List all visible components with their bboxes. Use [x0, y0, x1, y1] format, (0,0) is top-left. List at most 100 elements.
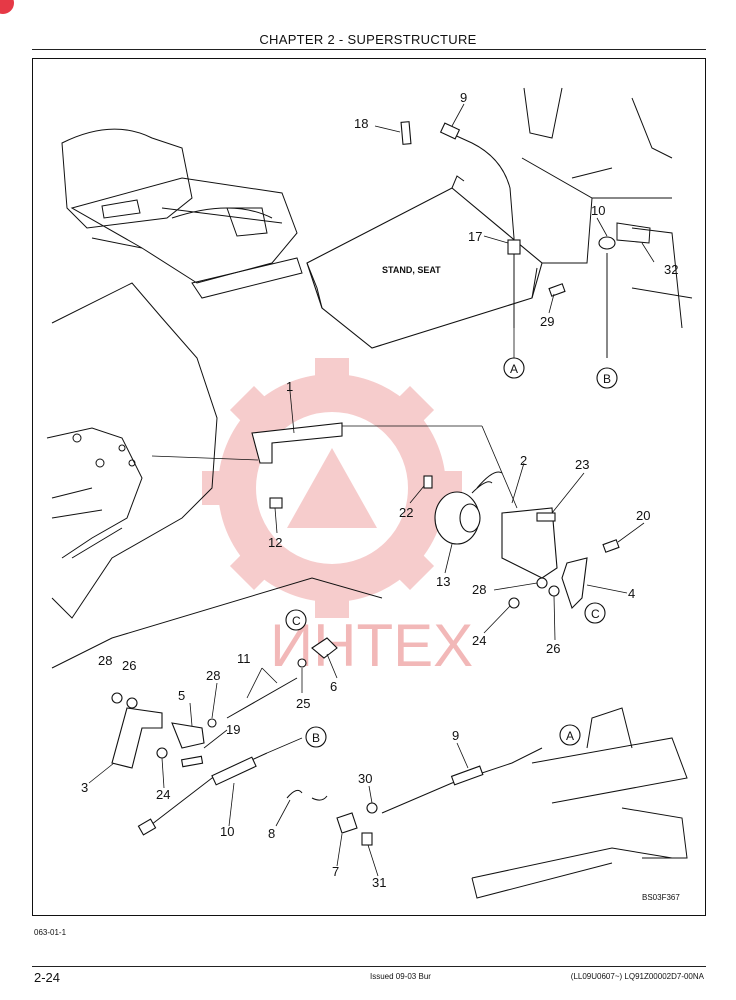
cab-structure: [521, 87, 693, 329]
bolt-12: [269, 497, 283, 509]
lever-4: [561, 557, 588, 610]
callout-25: 25: [296, 696, 310, 711]
callout-26-lower: 26: [122, 658, 136, 673]
rod-end-6: [311, 637, 338, 659]
callout-24-lower: 24: [156, 787, 170, 802]
diagram-frame: [32, 58, 706, 916]
callout-10-lower: 10: [220, 824, 234, 839]
cable-9-sleeve: [450, 765, 484, 786]
bolt-29: [548, 283, 566, 297]
bolt-31: [361, 832, 373, 846]
callout-20: 20: [636, 508, 650, 523]
chassis: [471, 707, 688, 899]
callout-18: 18: [354, 116, 368, 131]
callout-1: 1: [286, 379, 293, 394]
nut-28-upper: [536, 577, 548, 589]
callout-6: 6: [330, 679, 337, 694]
cable-end-upper: [439, 122, 461, 140]
bolt-20: [602, 539, 620, 553]
bolt-19: [180, 755, 204, 768]
page-number: 2-24: [34, 970, 61, 985]
clip-18: [400, 121, 412, 145]
connector-circle-c-left: [285, 609, 307, 631]
callout-9-top: 9: [460, 90, 467, 105]
callout-26-upper: 26: [546, 641, 560, 656]
nut-28-rod: [207, 718, 217, 728]
chapter-title: CHAPTER 2 - SUPERSTRUCTURE: [259, 32, 477, 47]
nut-24-lower: [156, 747, 168, 759]
callout-9-lower: 9: [452, 728, 459, 743]
leader-b-lower: [266, 737, 303, 754]
washer-26-upper: [548, 585, 560, 597]
seat-stand: [306, 175, 543, 349]
clevis-7: [336, 812, 358, 834]
knob-10: [598, 236, 616, 250]
connector-circle-c-right: [584, 602, 606, 624]
bracket-1: [251, 422, 343, 464]
cable-10-sleeve: [211, 756, 257, 786]
grommet-17: [507, 239, 521, 255]
connector-circle-b-top: [596, 367, 618, 389]
rod-11: [226, 677, 298, 719]
nut-30: [366, 802, 378, 814]
connector-c-right: C: [591, 607, 600, 621]
callout-30: 30: [358, 771, 372, 786]
plate-2: [501, 507, 558, 579]
connector-circle-a-lower: [559, 724, 581, 746]
frame-line: [51, 577, 383, 669]
nut-24-upper: [508, 597, 520, 609]
callout-28-rod: 28: [206, 668, 220, 683]
figure-id: 063-01-1: [34, 928, 67, 937]
callout-7: 7: [332, 864, 339, 879]
callout-17: 17: [468, 229, 482, 244]
callout-8: 8: [268, 826, 275, 841]
rod-end-5: [171, 722, 205, 749]
corner-badge-icon: [0, 0, 14, 14]
connector-b-top: B: [603, 372, 611, 386]
figure-code: BS03F367: [642, 893, 680, 902]
callout-28-lower: 28: [98, 653, 112, 668]
seat-drawing: [61, 128, 303, 299]
motor-13: [434, 471, 503, 545]
engine-block: [46, 282, 218, 619]
bolt-22: [423, 475, 433, 489]
callout-3: 3: [81, 780, 88, 795]
callout-10-top: 10: [591, 203, 605, 218]
connector-a-top: A: [510, 362, 518, 376]
seat-stand-label: STAND, SEAT: [382, 265, 441, 275]
callout-19: 19: [226, 722, 240, 737]
issued-date: Issued 09-03 Bur: [370, 972, 431, 981]
callout-29: 29: [540, 314, 554, 329]
nut-25: [297, 658, 307, 668]
callout-12: 12: [268, 535, 282, 550]
connector-circle-a-top: [503, 357, 525, 379]
callout-2: 2: [520, 453, 527, 468]
connector-circle-b-lower: [305, 726, 327, 748]
callout-22: 22: [399, 505, 413, 520]
bolt-23: [536, 512, 556, 522]
connector-a-lower: A: [566, 729, 574, 743]
callout-leaders: [88, 103, 655, 877]
callout-23: 23: [575, 457, 589, 472]
leader-1-plate2: [481, 425, 518, 509]
callout-32: 32: [664, 262, 678, 277]
cable-10-end: [137, 818, 157, 836]
throttle-cable-upper: [449, 132, 515, 328]
leader-1-engine: [151, 455, 259, 461]
callout-13: 13: [436, 574, 450, 589]
connector-b-lower: B: [312, 731, 320, 745]
callout-5: 5: [178, 688, 185, 703]
parts-diagram: ИНТЕХ STAND, SEAT: [46, 87, 693, 902]
spring-8: [286, 789, 328, 801]
callout-4: 4: [628, 586, 635, 601]
footer-rule: [32, 966, 706, 967]
nut-28-lower: [111, 692, 123, 704]
bracket-3: [111, 707, 163, 769]
connector-c-left: C: [292, 614, 301, 628]
callout-28-upper: 28: [472, 582, 486, 597]
gear-watermark-icon: [202, 358, 462, 618]
callout-24-upper: 24: [472, 633, 486, 648]
washer-26-lower: [126, 697, 138, 709]
callout-11: 11: [237, 651, 251, 666]
header-rule: [32, 49, 706, 50]
